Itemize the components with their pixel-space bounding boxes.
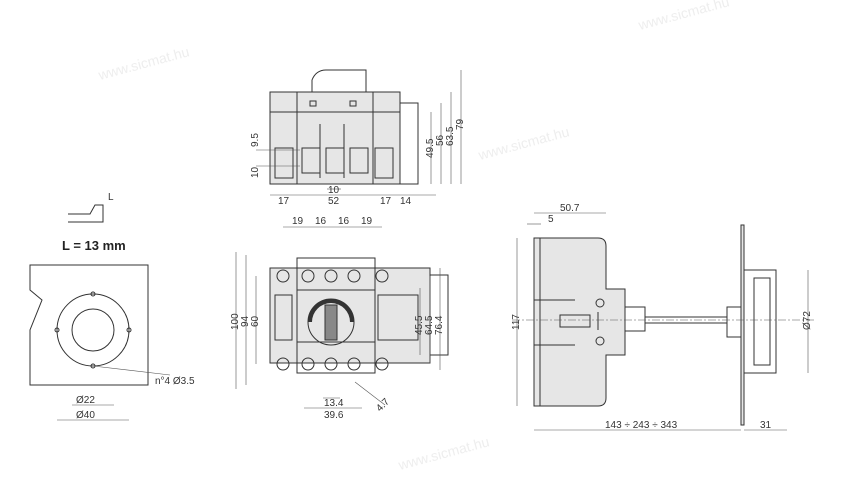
- svg-text:Ø72: Ø72: [802, 311, 813, 330]
- svg-text:60: 60: [250, 315, 261, 327]
- svg-text:50.7: 50.7: [560, 203, 580, 214]
- svg-text:117: 117: [511, 314, 522, 330]
- svg-text:64.5: 64.5: [424, 315, 435, 335]
- svg-text:39.6: 39.6: [324, 410, 344, 421]
- svg-text:14: 14: [400, 196, 412, 207]
- svg-text:49.5: 49.5: [425, 138, 436, 158]
- svg-text:19: 19: [292, 216, 304, 227]
- top-view: 19 16 16 19 100 94 60 45.5 64.5 76.4 13.…: [230, 216, 449, 421]
- side-view: 50.7 5 117 Ø72 143 ÷ 243 ÷ 343 31: [511, 203, 815, 431]
- panel-cutout-detail: L L = 13 mm n°4 Ø3.5 Ø22 Ø40: [29, 192, 195, 421]
- svg-text:79: 79: [455, 118, 466, 130]
- svg-text:16: 16: [338, 216, 350, 227]
- svg-text:16: 16: [315, 216, 327, 227]
- svg-text:Ø40: Ø40: [76, 410, 95, 421]
- svg-text:19: 19: [361, 216, 373, 227]
- svg-text:76.4: 76.4: [434, 315, 445, 335]
- svg-text:10: 10: [250, 166, 261, 178]
- svg-text:17: 17: [278, 196, 290, 207]
- svg-text:31: 31: [760, 420, 772, 431]
- svg-text:45.5: 45.5: [414, 315, 425, 335]
- watermarks: www.sicmat.hu www.sicmat.hu www.sicmat.h…: [96, 0, 731, 473]
- svg-text:9.5: 9.5: [250, 133, 261, 147]
- svg-text:www.sicmat.hu: www.sicmat.hu: [96, 43, 191, 83]
- svg-text:100: 100: [230, 313, 241, 330]
- svg-text:5: 5: [548, 214, 554, 225]
- svg-text:www.sicmat.hu: www.sicmat.hu: [476, 123, 571, 163]
- svg-text:10: 10: [328, 185, 340, 196]
- svg-text:143 ÷ 243 ÷ 343: 143 ÷ 243 ÷ 343: [605, 420, 678, 431]
- svg-text:13.4: 13.4: [324, 398, 344, 409]
- svg-text:56: 56: [435, 134, 446, 146]
- svg-text:L = 13 mm: L = 13 mm: [62, 238, 126, 253]
- svg-text:Ø22: Ø22: [76, 395, 95, 406]
- front-view: 9.5 10 17 52 10 17 14 49.5 56 63.5 79: [250, 69, 466, 207]
- svg-text:52: 52: [328, 196, 340, 207]
- svg-text:www.sicmat.hu: www.sicmat.hu: [636, 0, 731, 33]
- svg-text:94: 94: [240, 315, 251, 327]
- svg-text:17: 17: [380, 196, 392, 207]
- svg-text:63.5: 63.5: [445, 126, 456, 146]
- svg-text:L: L: [108, 192, 114, 203]
- svg-text:n°4 Ø3.5: n°4 Ø3.5: [155, 376, 195, 387]
- svg-text:www.sicmat.hu: www.sicmat.hu: [396, 433, 491, 473]
